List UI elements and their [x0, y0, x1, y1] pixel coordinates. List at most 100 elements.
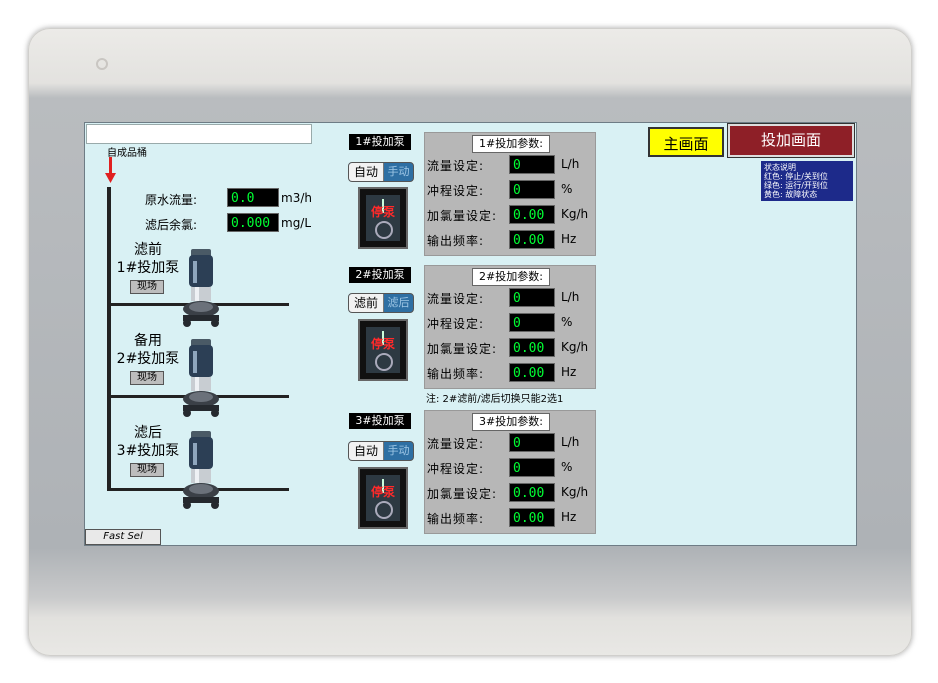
param-label: 冲程设定:	[427, 184, 485, 198]
pump2-stop-switch[interactable]: 停泵	[358, 319, 408, 381]
legend-line-red: 红色: 停止/关到位	[764, 172, 828, 181]
param-row: 冲程设定: 0 %	[427, 180, 593, 200]
param-unit: L/h	[561, 290, 580, 304]
main-pipe	[107, 187, 111, 491]
switch-circle-icon	[375, 353, 393, 371]
param-label: 冲程设定:	[427, 317, 485, 331]
pump3-param-panel: 3#投加参数: 流量设定: 0 L/h 冲程设定: 0 % 加氯量设定: 0.0…	[424, 410, 596, 534]
param-panel-header: 2#投加参数:	[472, 268, 550, 286]
switch-face: 停泵	[366, 195, 400, 241]
raw-flow-unit: m3/h	[281, 191, 312, 205]
param-unit: L/h	[561, 157, 580, 171]
pump3-mode-toggle[interactable]: 自动 手动	[348, 441, 414, 461]
param-label: 输出频率:	[427, 512, 485, 526]
param-value[interactable]: 0	[509, 433, 555, 452]
param-unit: Hz	[561, 232, 577, 246]
param-row: 流量设定: 0 L/h	[427, 288, 593, 308]
pump1-param-panel: 1#投加参数: 流量设定: 0 L/h 冲程设定: 0 % 加氯量设定: 0.0…	[424, 132, 596, 256]
pump1-control-header: 1#投加泵	[349, 134, 411, 150]
param-unit: %	[561, 182, 573, 196]
param-label: 流量设定:	[427, 159, 485, 173]
param-value[interactable]: 0.00	[509, 205, 555, 224]
pump3-control-header: 3#投加泵	[349, 413, 411, 429]
status-legend: 状态说明 红色: 停止/关到位 绿色: 运行/开到位 黄色: 故障状态	[761, 161, 853, 201]
toggle-on-label: 自动	[349, 442, 384, 460]
param-value: 0.00	[509, 508, 555, 527]
param-value[interactable]: 0.00	[509, 338, 555, 357]
switch-circle-icon	[375, 501, 393, 519]
param-value[interactable]: 0	[509, 458, 555, 477]
switch-face: 停泵	[366, 475, 400, 521]
pump3-stop-switch[interactable]: 停泵	[358, 467, 408, 529]
toggle-off-label: 手动	[387, 444, 410, 457]
param-row: 输出频率: 0.00 Hz	[427, 363, 593, 383]
switch-circle-icon	[375, 221, 393, 239]
param-row: 加氯量设定: 0.00 Kg/h	[427, 338, 593, 358]
param-row: 加氯量设定: 0.00 Kg/h	[427, 483, 593, 503]
legend-title: 状态说明	[764, 163, 796, 172]
param-label: 流量设定:	[427, 437, 485, 451]
param-unit: Kg/h	[561, 207, 589, 221]
param-label: 输出频率:	[427, 234, 485, 248]
param-value: 0.00	[509, 230, 555, 249]
pump1-title-line1: 滤前	[134, 242, 162, 258]
residual-unit: mg/L	[281, 216, 312, 230]
param-value[interactable]: 0.00	[509, 483, 555, 502]
param-unit: %	[561, 460, 573, 474]
param-unit: Hz	[561, 365, 577, 379]
param-row: 输出频率: 0.00 Hz	[427, 230, 593, 250]
legend-line-green: 绿色: 运行/开到位	[764, 181, 828, 190]
pump2-title-line2: 2#投加泵	[116, 351, 180, 367]
param-value[interactable]: 0	[509, 313, 555, 332]
param-row: 流量设定: 0 L/h	[427, 155, 593, 175]
pump3-site-button[interactable]: 现场	[130, 463, 164, 477]
main-screen-button[interactable]: 主画面	[648, 127, 724, 157]
param-row: 流量设定: 0 L/h	[427, 433, 593, 453]
pump2-mode-toggle[interactable]: 滤前 滤后	[348, 293, 414, 313]
param-value[interactable]: 0	[509, 288, 555, 307]
switch-stop-label: 停泵	[370, 485, 395, 499]
switch-line-icon	[382, 479, 384, 493]
power-led-icon	[96, 58, 108, 70]
residual-value[interactable]: 0.000	[227, 213, 279, 232]
pump1-stop-switch[interactable]: 停泵	[358, 187, 408, 249]
hmi-screen: 自成品桶 原水流量: 0.0 m3/h 滤后余氯: 0.000 mg/L 滤前 …	[84, 122, 857, 546]
param-panel-header: 1#投加参数:	[472, 135, 550, 153]
pump2-control-header: 2#投加泵	[349, 267, 411, 283]
switch-note: 注: 2#滤前/滤后切换只能2选1	[426, 394, 564, 405]
raw-flow-value[interactable]: 0.0	[227, 188, 279, 207]
pump1-title-line2: 1#投加泵	[116, 260, 180, 276]
dosing-screen-button[interactable]: 投加画面	[727, 123, 855, 158]
param-unit: %	[561, 315, 573, 329]
param-value[interactable]: 0	[509, 180, 555, 199]
switch-face: 停泵	[366, 327, 400, 373]
pump2-site-button[interactable]: 现场	[130, 371, 164, 385]
pump1-mode-toggle[interactable]: 自动 手动	[348, 162, 414, 182]
toggle-on-label: 自动	[349, 163, 384, 181]
toggle-on-label: 滤前	[349, 294, 384, 312]
switch-line-icon	[382, 199, 384, 213]
param-label: 输出频率:	[427, 367, 485, 381]
raw-flow-label: 原水流量:	[145, 193, 198, 207]
pump1-motor-icon	[183, 249, 219, 327]
residual-label: 滤后余氯:	[145, 218, 198, 232]
param-unit: L/h	[561, 435, 580, 449]
pump3-motor-icon	[183, 431, 219, 509]
param-row: 输出频率: 0.00 Hz	[427, 508, 593, 528]
fast-sel-button[interactable]: Fast Sel	[85, 529, 161, 545]
flow-arrow-icon	[105, 157, 116, 183]
param-label: 冲程设定:	[427, 462, 485, 476]
pump1-site-button[interactable]: 现场	[130, 280, 164, 294]
param-row: 加氯量设定: 0.00 Kg/h	[427, 205, 593, 225]
param-label: 流量设定:	[427, 292, 485, 306]
pump2-param-panel: 2#投加参数: 流量设定: 0 L/h 冲程设定: 0 % 加氯量设定: 0.0…	[424, 265, 596, 389]
pump2-title-line1: 备用	[134, 333, 162, 349]
switch-stop-label: 停泵	[370, 337, 395, 351]
toggle-off-label: 手动	[387, 165, 410, 178]
param-value[interactable]: 0	[509, 155, 555, 174]
param-unit: Kg/h	[561, 340, 589, 354]
param-label: 加氯量设定:	[427, 209, 498, 223]
title-box	[86, 124, 312, 144]
pump3-title-line2: 3#投加泵	[116, 443, 180, 459]
param-value: 0.00	[509, 363, 555, 382]
